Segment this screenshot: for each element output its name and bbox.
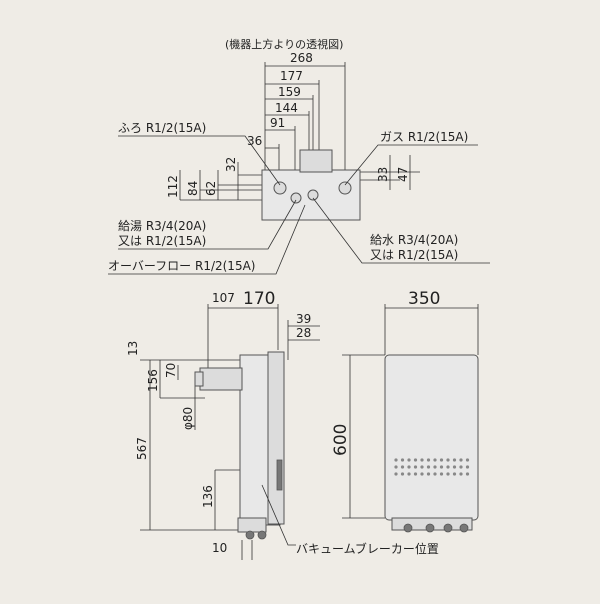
front-dim-lines [342, 304, 479, 519]
dim-36: 36 [247, 134, 262, 148]
dim-39: 39 [296, 312, 311, 326]
dim-170: 170 [243, 289, 275, 309]
dim-136: 136 [201, 485, 215, 508]
dim-10: 10 [212, 541, 227, 555]
dim-70: 70 [164, 363, 178, 378]
dim-13: 13 [126, 341, 140, 356]
dim-350: 350 [408, 289, 440, 309]
top-view-caption: (機器上方よりの透視図) [225, 37, 343, 51]
dim-159: 159 [278, 85, 301, 99]
side-fitting-2 [257, 530, 267, 540]
vent-dot [426, 472, 431, 476]
label-gas: ガス R1/2(15A) [380, 130, 468, 144]
vent-dot [426, 465, 431, 469]
vent-dot [439, 472, 444, 476]
dim-33: 33 [376, 167, 390, 182]
dim-144: 144 [275, 101, 298, 115]
dim-156: 156 [146, 369, 160, 392]
leader-furo [118, 135, 281, 186]
vent-dot [394, 458, 398, 462]
vent-dot [394, 472, 398, 476]
label-kyuto-2: 又は R1/2(15A) [118, 234, 206, 248]
vent-dot [439, 458, 444, 462]
dim-112: 112 [166, 175, 180, 198]
vent-dot [400, 465, 405, 469]
vent-dot [452, 458, 457, 462]
vent-dot [433, 458, 437, 462]
vent-dot [459, 465, 463, 469]
vent-dot [394, 465, 398, 469]
leader-vacuum-breaker [261, 484, 296, 546]
vent-dot [400, 458, 405, 462]
vacuum-breaker [276, 459, 283, 491]
vent-dot [446, 472, 450, 476]
vent-dot [413, 465, 418, 469]
vent-dot [413, 472, 418, 476]
vent-dot [465, 472, 470, 476]
vent-dot [446, 458, 450, 462]
leader-kyusui [312, 197, 490, 264]
vent-dot [452, 465, 457, 469]
dim-567: 567 [135, 437, 149, 460]
vent-dot [420, 458, 424, 462]
leader-overflow [108, 204, 306, 275]
vent-dot [452, 472, 457, 476]
dim-32: 32 [224, 157, 238, 172]
dim-268: 268 [290, 51, 313, 65]
front-fitting-4 [459, 523, 469, 533]
vent-dot [413, 458, 418, 462]
label-kyuto-1: 給湯 R3/4(20A) [118, 219, 206, 233]
vent-dot [446, 465, 450, 469]
dim-107: 107 [212, 291, 235, 305]
vent-dot [407, 465, 411, 469]
side-view-front-cover [267, 351, 285, 525]
vent-dot [420, 472, 424, 476]
side-view-flue-tip [194, 371, 204, 387]
label-vacuum-breaker: バキュームブレーカー位置 [296, 541, 439, 556]
label-furo: ふろ R1/2(15A) [118, 121, 206, 135]
vent-dot [407, 458, 411, 462]
vent-dot [459, 472, 463, 476]
vent-dot [439, 465, 444, 469]
top-left-vertical-dims [179, 162, 280, 201]
gas-port [338, 181, 352, 195]
label-kyusui-2: 又は R1/2(15A) [370, 248, 458, 262]
dim-84: 84 [186, 181, 200, 196]
vent-dot [407, 472, 411, 476]
vent-dot [400, 472, 405, 476]
vent-dot [433, 465, 437, 469]
dim-600: 600 [331, 424, 351, 456]
front-vent-dots [394, 458, 470, 476]
side-fitting-1 [245, 530, 255, 540]
vent-dot [465, 458, 470, 462]
leader-kyuto [118, 199, 297, 250]
kyuto-port [290, 192, 302, 204]
vent-dot [433, 472, 437, 476]
front-fitting-1 [403, 523, 413, 533]
dim-28: 28 [296, 326, 311, 340]
kyusui-port [307, 189, 319, 201]
top-view-flue [299, 149, 333, 173]
furo-port [273, 181, 287, 195]
front-fitting-2 [425, 523, 435, 533]
dim-47: 47 [396, 167, 410, 182]
label-kyusui-1: 給水 R3/4(20A) [370, 233, 458, 247]
leader-gas [344, 144, 478, 186]
side-view-flue-pipe [199, 367, 243, 391]
vent-dot [426, 458, 431, 462]
side-view-fittings [237, 517, 267, 533]
front-view-body [384, 354, 479, 521]
label-overflow: オーバーフロー R1/2(15A) [108, 259, 255, 273]
vent-dot [420, 465, 424, 469]
side-dim-lines [140, 304, 320, 560]
vent-dot [465, 465, 470, 469]
dim-phi80: φ80 [181, 407, 195, 430]
dim-177: 177 [280, 69, 303, 83]
dim-91: 91 [270, 116, 285, 130]
vent-dot [459, 458, 463, 462]
front-fitting-3 [443, 523, 453, 533]
dim-62: 62 [204, 181, 218, 196]
